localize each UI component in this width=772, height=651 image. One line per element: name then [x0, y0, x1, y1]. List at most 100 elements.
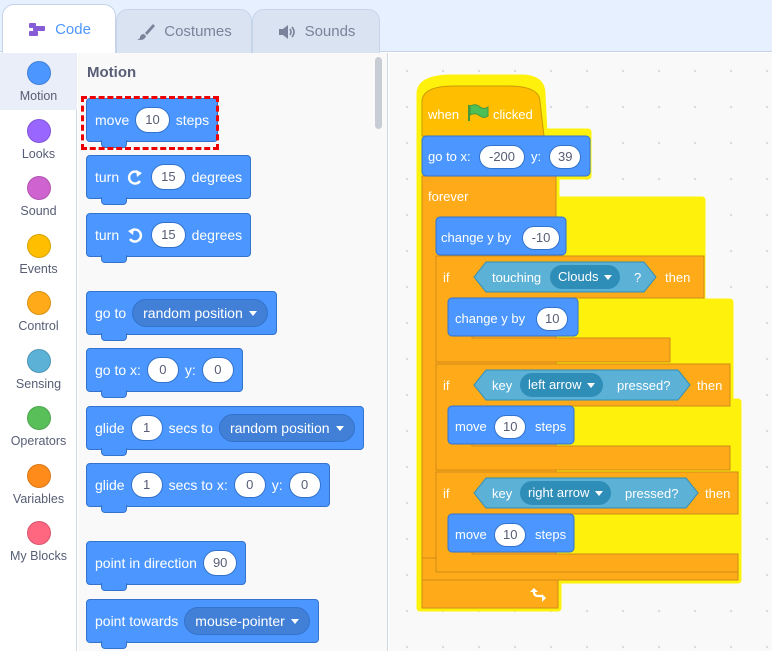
block-text: y: — [184, 362, 196, 378]
category-operators[interactable]: Operators — [0, 398, 77, 455]
category-control[interactable]: Control — [0, 283, 77, 340]
dropdown-value: mouse-pointer — [195, 613, 285, 629]
block-text: go to — [95, 305, 127, 321]
category-label: Operators — [10, 434, 67, 448]
block-text: go to x: — [95, 362, 141, 378]
block-text: turn — [95, 227, 120, 243]
turn-right-block[interactable]: turn 15 degrees — [86, 155, 252, 205]
script-blocks — [421, 85, 739, 609]
dropdown-arrow-icon — [604, 274, 613, 280]
tab-sounds-label: Sounds — [304, 23, 356, 40]
y-input[interactable]: 39 — [549, 145, 581, 169]
category-variables-dot — [26, 464, 51, 488]
key-dropdown[interactable]: right arrow — [520, 481, 612, 505]
category-label: Variables — [12, 492, 65, 506]
go-to-target-dropdown[interactable]: random position — [132, 299, 268, 327]
glide-to-xy-block[interactable]: glide 1 secs to x: 0 y: 0 — [86, 463, 330, 513]
dropdown-arrow-icon — [290, 618, 299, 624]
degrees-input[interactable]: 15 — [151, 222, 186, 248]
rotate-right-icon — [128, 170, 143, 185]
category-sensing[interactable]: Sensing — [0, 341, 77, 398]
category-my-blocks[interactable]: My Blocks — [0, 513, 77, 570]
pressed-text: pressed? — [617, 378, 671, 393]
hat-when-text: when — [428, 107, 460, 122]
secs-input[interactable]: 1 — [130, 472, 163, 498]
glide-target-dropdown[interactable]: random position — [218, 414, 355, 442]
rotate-left-icon — [128, 228, 143, 243]
glide-to-block[interactable]: glide 1 secs to random position — [86, 406, 364, 456]
key-dropdown[interactable]: left arrow — [520, 373, 604, 397]
category-events-dot — [26, 234, 51, 258]
go-to-block[interactable]: go to random position — [86, 291, 277, 341]
category-motion[interactable]: Motion — [0, 53, 77, 110]
speaker-icon — [278, 24, 295, 39]
y-input[interactable]: 0 — [288, 472, 321, 498]
category-label: Motion — [19, 89, 58, 103]
steps-input[interactable]: 10 — [494, 523, 526, 547]
change-y-text: change y by — [441, 230, 512, 245]
block-text: glide — [95, 477, 125, 493]
block-text: move — [95, 112, 130, 128]
direction-input[interactable]: 90 — [202, 550, 238, 576]
green-flag-icon — [468, 104, 489, 121]
y-input[interactable]: 0 — [201, 357, 234, 383]
then-label: then — [665, 270, 691, 285]
category-events[interactable]: Events — [0, 226, 77, 283]
move-text: move — [455, 419, 487, 434]
tab-code[interactable]: Code — [2, 4, 116, 53]
category-label: Sound — [20, 204, 57, 218]
change-y-input[interactable]: 10 — [536, 307, 568, 331]
block-text: point towards — [95, 613, 179, 629]
category-operators-dot — [26, 406, 51, 430]
hat-clicked-text: clicked — [493, 107, 533, 122]
tab-sounds[interactable]: Sounds — [252, 9, 380, 53]
degrees-input[interactable]: 15 — [151, 164, 186, 190]
dropdown-value: Clouds — [558, 269, 599, 284]
key-text: key — [492, 486, 513, 501]
category-sound[interactable]: Sound — [0, 168, 77, 225]
secs-input[interactable]: 1 — [130, 415, 163, 441]
category-label: Control — [18, 319, 59, 333]
steps-text: steps — [535, 419, 567, 434]
block-text: degrees — [191, 227, 243, 243]
category-looks-dot — [26, 119, 51, 143]
steps-input[interactable]: 10 — [135, 107, 170, 133]
palette-section-title: Motion — [87, 64, 137, 81]
category-looks[interactable]: Looks — [0, 111, 77, 168]
dropdown-value: random position — [143, 305, 243, 321]
block-palette: Motion move 10 steps turn 15 degrees tur… — [78, 53, 388, 651]
if-label: if — [443, 270, 450, 285]
touching-question: ? — [634, 270, 642, 285]
then-label: then — [697, 378, 723, 393]
category-motion-dot — [26, 61, 51, 85]
block-text: secs to x: — [168, 477, 228, 493]
touching-text: touching — [492, 270, 542, 285]
block-text: steps — [175, 112, 210, 128]
point-towards-block[interactable]: point towards mouse-pointer — [86, 599, 319, 649]
turn-left-block[interactable]: turn 15 degrees — [86, 213, 252, 263]
go-to-xy-block[interactable]: go to x: 0 y: 0 — [86, 348, 243, 398]
point-towards-dropdown[interactable]: mouse-pointer — [184, 607, 310, 635]
point-in-direction-block[interactable]: point in direction 90 — [86, 541, 247, 591]
category-sound-dot — [26, 176, 51, 200]
loop-arrow-icon — [530, 588, 546, 602]
tab-code-label: Code — [55, 20, 91, 38]
key-text: key — [492, 378, 513, 393]
palette-scrollbar[interactable] — [375, 57, 382, 129]
if-label: if — [443, 378, 450, 393]
editor-tab-bar: Code Costumes Sounds — [0, 0, 772, 53]
block-text: turn — [95, 169, 120, 185]
x-input[interactable]: 0 — [233, 472, 266, 498]
x-input[interactable]: 0 — [146, 357, 179, 383]
change-y-text: change y by — [455, 311, 526, 326]
tab-costumes[interactable]: Costumes — [116, 9, 252, 53]
move-text: move — [455, 527, 487, 542]
block-text: degrees — [191, 169, 243, 185]
change-y-input[interactable]: -10 — [522, 226, 560, 250]
x-input[interactable]: -200 — [479, 145, 525, 169]
category-variables[interactable]: Variables — [0, 456, 77, 513]
touching-target-dropdown[interactable]: Clouds — [550, 265, 621, 289]
category-control-dot — [26, 291, 51, 315]
steps-input[interactable]: 10 — [494, 415, 526, 439]
category-menu: Motion Looks Sound Events Control Sensin… — [0, 53, 77, 651]
